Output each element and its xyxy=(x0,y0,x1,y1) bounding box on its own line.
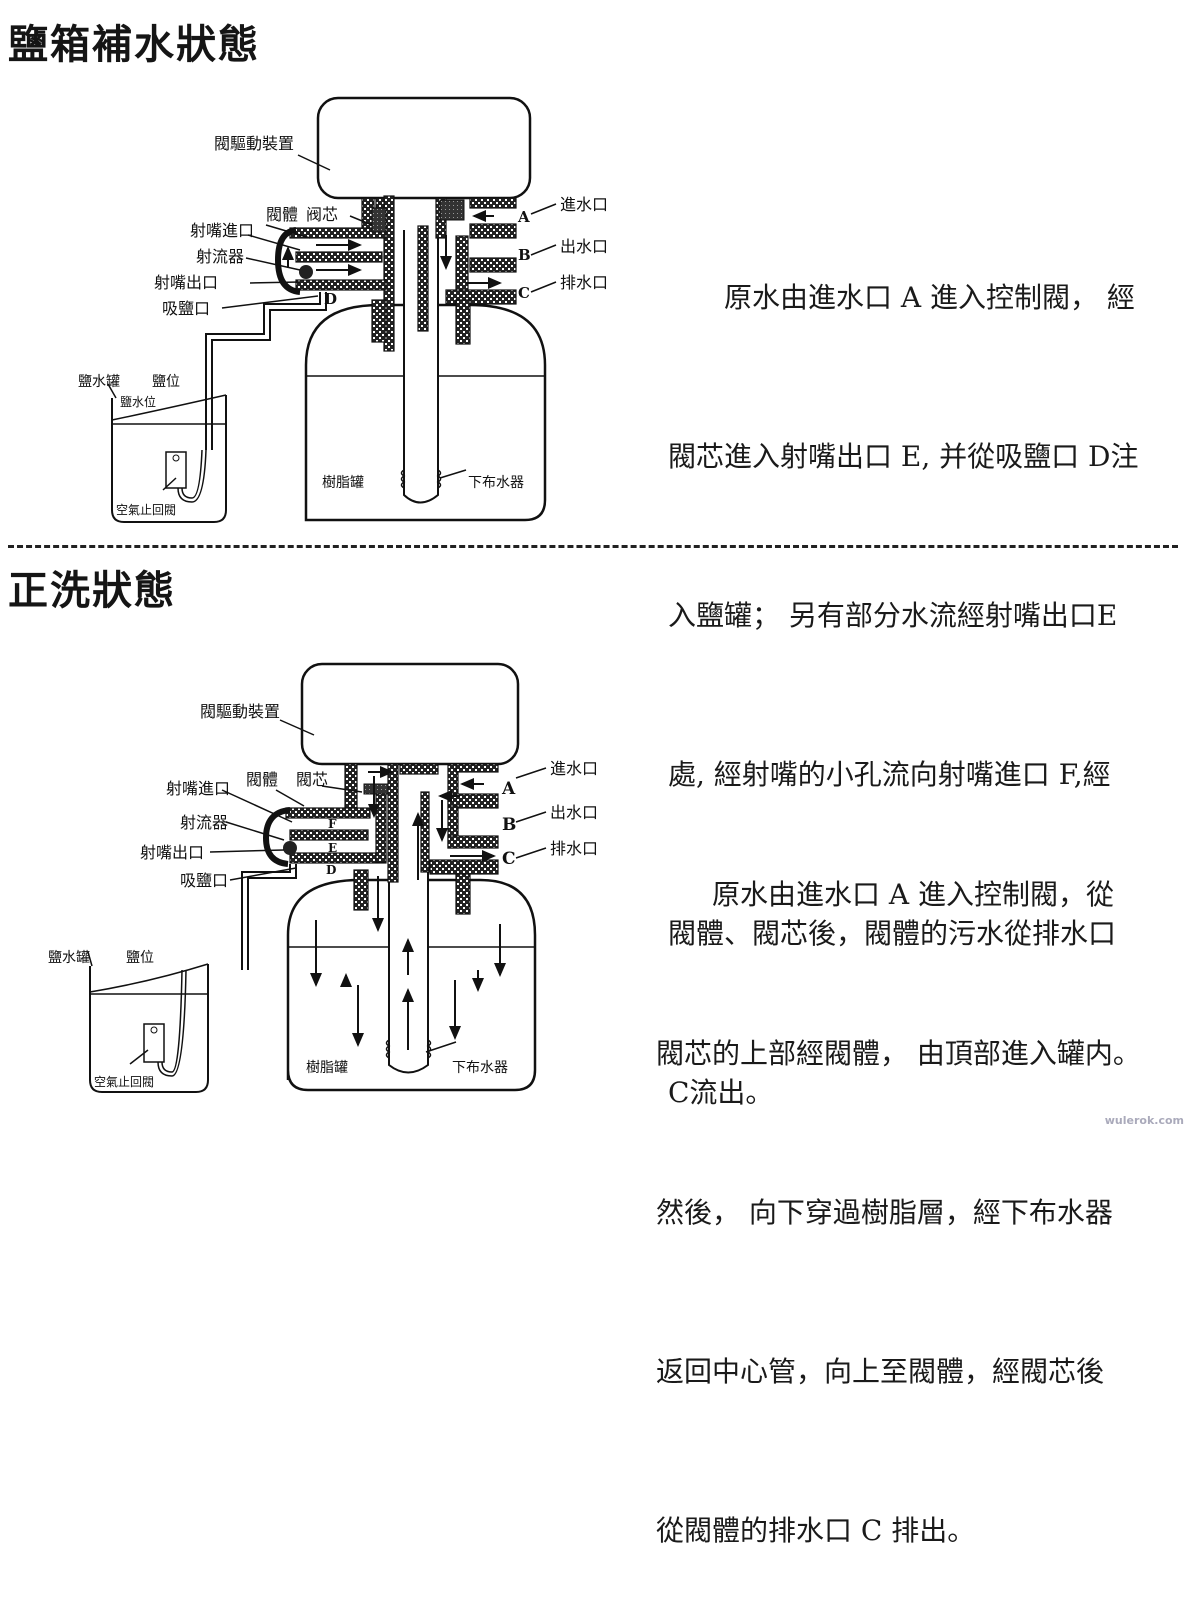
injector-nozzle xyxy=(283,841,297,855)
description-line: 原水由進水口 A 進入控制閥， 經 xyxy=(668,281,1135,314)
label-outlet: 出水口 xyxy=(550,803,598,822)
salt-level-line xyxy=(111,394,227,421)
description-line: 原水由進水口 A 進入控制閥，從 xyxy=(656,878,1115,911)
label-port-a: A xyxy=(517,208,530,226)
label-port-b: B xyxy=(518,246,531,264)
description-line: 閥芯的上部經閥體， 由頂部進入罐内。 xyxy=(656,1037,1141,1070)
valve-body-hatched xyxy=(289,195,517,352)
label-port-b: B xyxy=(502,815,516,835)
label-brine-tank: 鹽水罐 xyxy=(48,950,90,966)
label-port-e: E xyxy=(328,841,337,855)
air-check-valve-body xyxy=(165,451,187,489)
label-port-f: F xyxy=(328,817,337,831)
label-drain: 排水口 xyxy=(560,273,608,292)
section-divider xyxy=(8,545,1178,548)
valve-actuator-box xyxy=(300,662,520,766)
label-inlet: 進水口 xyxy=(550,759,598,778)
description-line: 閥芯進入射嘴出口 E, 并從吸鹽口 D注 xyxy=(668,440,1139,473)
description-line: 從閥體的排水口 C 排出。 xyxy=(656,1514,976,1547)
injector-housing xyxy=(262,807,291,867)
label-nozzle-inlet: 射嘴進口 xyxy=(166,779,230,798)
watermark: wulerok.com xyxy=(1104,1114,1184,1127)
section-title-brine-refill: 鹽箱補水狀態 xyxy=(8,22,260,68)
salt-level-line xyxy=(89,963,209,993)
label-injector: 射流器 xyxy=(196,247,244,266)
leader-lines-1 xyxy=(107,154,557,491)
description-line: 然後， 向下穿過樹脂層，經下布水器 xyxy=(656,1196,1113,1229)
label-drain: 排水口 xyxy=(550,839,598,858)
label-valve-body: 閥體 xyxy=(266,205,298,224)
label-outlet: 出水口 xyxy=(560,237,608,256)
section-title-fast-rinse: 正洗狀態 xyxy=(8,568,176,614)
brine-tank xyxy=(89,964,209,1093)
label-air-check-valve: 空氣止回閥 xyxy=(94,1075,154,1089)
label-port-d: D xyxy=(326,863,336,877)
diagram-fast-rinse: 閥驅動裝置 閥體 閥芯 射嘴進口 射流器 射嘴出口 吸鹽口 A B C D E … xyxy=(48,662,598,1093)
brine-line xyxy=(241,864,297,970)
valve-core-2 xyxy=(363,783,389,795)
description-line: C流出。 xyxy=(668,1076,774,1109)
injector-nozzle xyxy=(299,265,313,279)
label-port-c: C xyxy=(518,284,530,302)
label-inlet: 進水口 xyxy=(560,195,608,214)
label-resin-tank: 樹脂罐 xyxy=(322,475,364,491)
label-valve-core: 阀芯 xyxy=(306,205,338,224)
distributor-coils xyxy=(400,469,442,489)
air-check-valve-body xyxy=(143,1023,165,1063)
leader-lines-2 xyxy=(87,719,547,1065)
brine-line xyxy=(205,292,327,450)
description-line: 閥體、閥芯後，閥體的污水從排水口 xyxy=(668,917,1117,950)
center-tube xyxy=(403,230,439,504)
label-port-c: C xyxy=(502,849,516,869)
label-brine-port: 吸鹽口 xyxy=(180,871,228,890)
distributor-coils xyxy=(385,1039,432,1059)
label-air-check-valve: 空氣止回閥 xyxy=(116,503,176,517)
label-actuator: 閥驅動裝置 xyxy=(214,134,294,153)
brine-tank xyxy=(111,395,227,523)
valve-core-1 xyxy=(439,199,465,221)
label-brine-tank: 鹽水罐 xyxy=(78,374,120,390)
valve-actuator-box xyxy=(316,96,532,200)
injector-housing xyxy=(274,227,301,295)
valve-body-hatched xyxy=(285,763,499,915)
label-port-d: D xyxy=(324,290,337,308)
label-nozzle-outlet: 射嘴出口 xyxy=(154,273,218,292)
label-nozzle-outlet: 射嘴出口 xyxy=(140,843,204,862)
label-brine-port: 吸鹽口 xyxy=(162,299,210,318)
label-injector: 射流器 xyxy=(180,813,228,832)
label-distributor: 下布水器 xyxy=(468,475,524,491)
description-line: 入鹽罐； 另有部分水流經射嘴出口E xyxy=(668,599,1118,632)
flow-arrows-2 xyxy=(310,766,506,1050)
label-port-a: A xyxy=(501,779,516,799)
label-nozzle-inlet: 射嘴進口 xyxy=(190,221,254,240)
description-brine-refill: 原水由進水口 A 進入控制閥， 經 閥芯進入射嘴出口 E, 并從吸鹽口 D注 入… xyxy=(668,165,1139,1172)
label-brine-level: 鹽水位 xyxy=(120,394,156,409)
label-salt-level: 鹽位 xyxy=(152,374,180,390)
valve-diagrams: 閥驅動裝置 閥體 阀芯 射嘴進口 射流器 射嘴出口 吸鹽口 A B C D 進水… xyxy=(48,96,608,1093)
label-resin-tank: 樹脂罐 xyxy=(306,1060,348,1076)
description-line: 返回中心管，向上至閥體，經閥芯後 xyxy=(656,1355,1105,1388)
diagram-brine-refill: 閥驅動裝置 閥體 阀芯 射嘴進口 射流器 射嘴出口 吸鹽口 A B C D 進水… xyxy=(78,96,608,523)
description-fast-rinse: 原水由進水口 A 進入控制閥，從 閥芯的上部經閥體， 由頂部進入罐内。 然後， … xyxy=(656,762,1141,1610)
label-actuator: 閥驅動裝置 xyxy=(200,702,280,721)
label-distributor: 下布水器 xyxy=(452,1060,508,1076)
description-line: 處, 經射嘴的小孔流向射嘴進口 F,經 xyxy=(668,758,1111,791)
label-valve-core: 閥芯 xyxy=(296,770,328,789)
flow-arrows-1 xyxy=(282,210,502,289)
label-valve-body: 閥體 xyxy=(246,770,278,789)
label-salt-level: 鹽位 xyxy=(126,950,154,966)
